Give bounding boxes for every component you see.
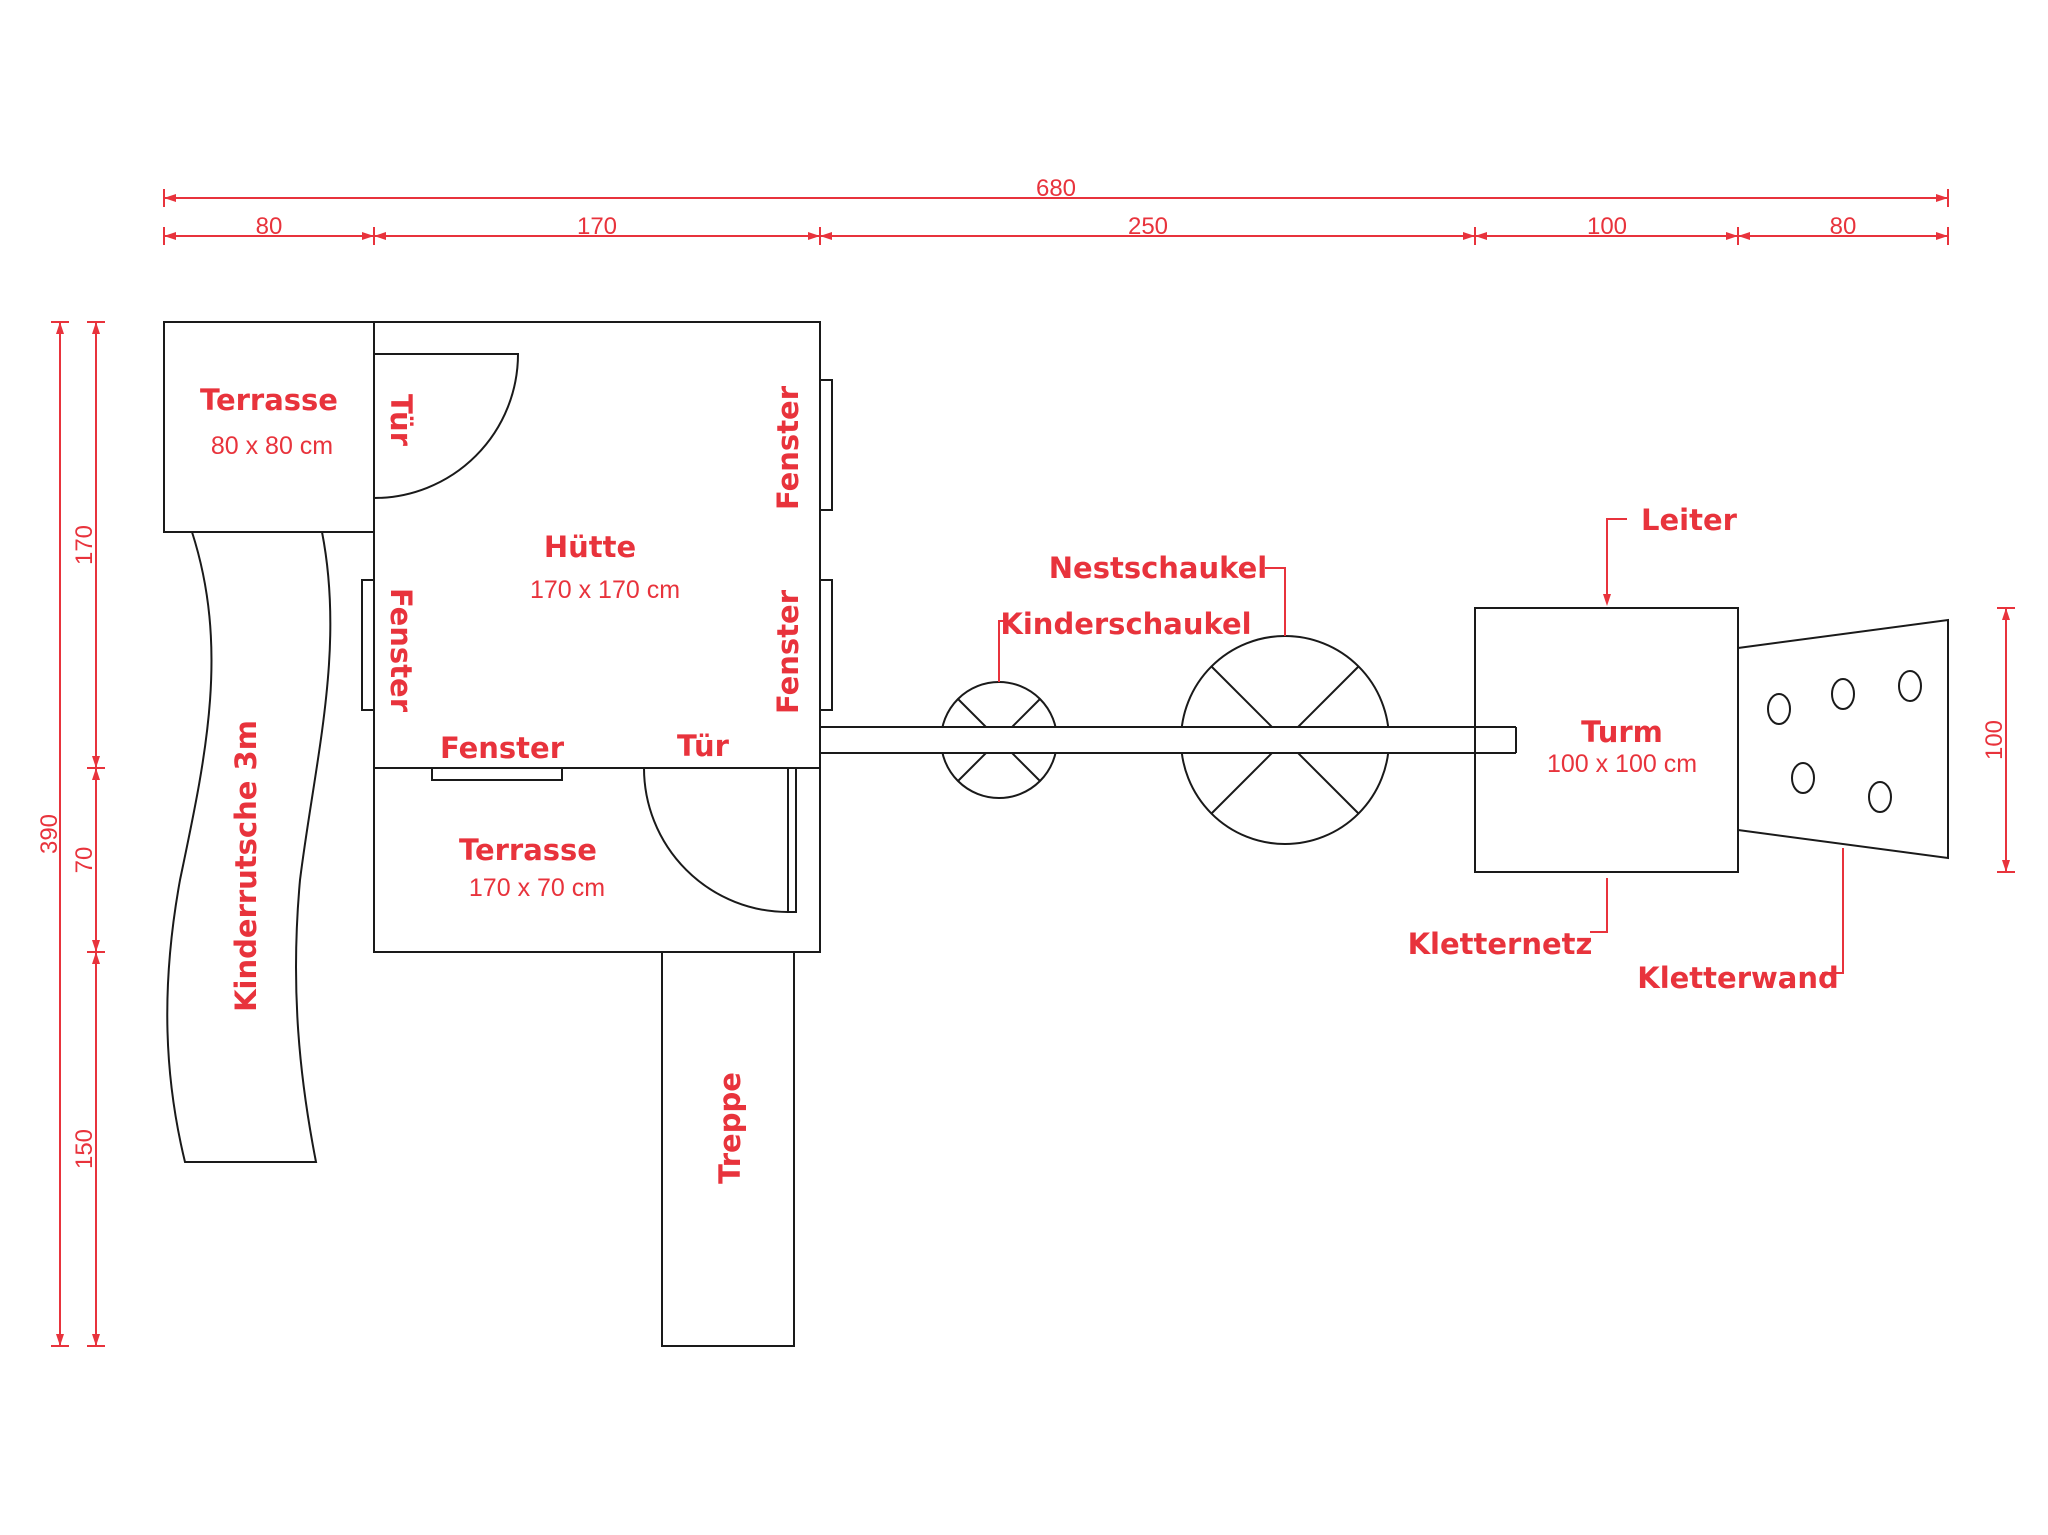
dim-arrow bbox=[92, 768, 100, 780]
leader-kletternetz bbox=[1590, 878, 1608, 933]
nestschaukel-seat bbox=[1176, 635, 1394, 845]
label-treppe: Treppe bbox=[713, 1072, 747, 1184]
dim-arrow bbox=[92, 322, 100, 334]
dim-label-kletterwand: 80 bbox=[1830, 213, 1857, 240]
label-huette: Hütte bbox=[544, 530, 636, 564]
terrasse-top-outline bbox=[163, 321, 375, 533]
dim-arrow bbox=[374, 232, 386, 240]
dim-arrow bbox=[1726, 232, 1738, 240]
labels: Terrasse 80 x 80 cm Tür Hütte 170 x 170 … bbox=[200, 383, 1839, 1184]
leader-lines bbox=[998, 518, 1844, 974]
dim-arrow bbox=[92, 952, 100, 964]
structure-outlines bbox=[163, 321, 1949, 1347]
dim-arrow bbox=[92, 756, 100, 768]
dim-arrow bbox=[1936, 194, 1948, 202]
label-rutsche: Kinderrutsche 3m bbox=[229, 720, 263, 1012]
kinderschaukel-seat bbox=[934, 681, 1064, 799]
dim-arrow bbox=[2002, 860, 2010, 872]
treppe-outline bbox=[661, 951, 795, 1347]
dim-label-turm: 100 bbox=[1587, 213, 1627, 240]
klettergriff bbox=[1767, 693, 1791, 725]
dim-label-total-width: 680 bbox=[1036, 175, 1076, 202]
label-fenster-bottom: Fenster bbox=[440, 731, 565, 765]
fenster-left-frame bbox=[361, 579, 375, 711]
kinderrutsche-outline bbox=[166, 531, 332, 1163]
label-terrasse-bottom-size: 170 x 70 cm bbox=[469, 874, 605, 902]
klettergriff bbox=[1791, 762, 1815, 794]
dimension-lines bbox=[51, 189, 2015, 1347]
fenster-bottom-frame bbox=[431, 767, 563, 781]
label-fenster-left: Fenster bbox=[384, 588, 418, 713]
label-kinderschaukel: Kinderschaukel bbox=[1000, 607, 1251, 641]
dim-arrow bbox=[1738, 232, 1750, 240]
fenster-right-bottom-frame bbox=[819, 579, 833, 711]
klettergriff bbox=[1868, 781, 1892, 813]
dim-arrow bbox=[1463, 232, 1475, 240]
turm-outline bbox=[1474, 607, 1739, 873]
dim-arrow bbox=[808, 232, 820, 240]
label-terrasse-top-size: 80 x 80 cm bbox=[211, 432, 333, 460]
label-leiter: Leiter bbox=[1641, 503, 1738, 537]
dim-arrow bbox=[56, 1334, 64, 1346]
dim-label-total-height: 390 bbox=[36, 814, 63, 854]
klettergriff bbox=[1831, 678, 1855, 710]
label-huette-size: 170 x 170 cm bbox=[530, 576, 680, 604]
klettergriff bbox=[1898, 670, 1922, 702]
fenster-right-top-frame bbox=[819, 379, 833, 511]
dim-arrow bbox=[820, 232, 832, 240]
leader-arrow bbox=[1603, 594, 1611, 606]
dim-arrow bbox=[362, 232, 374, 240]
dim-label-h-terrasse: 70 bbox=[71, 847, 98, 874]
dim-label-h-kletterwand: 100 bbox=[1981, 720, 2008, 760]
tuer-bottom-swing bbox=[643, 767, 789, 913]
dim-arrow bbox=[56, 322, 64, 334]
kletterwand-outline bbox=[1737, 618, 1949, 860]
dim-label-terrasse: 80 bbox=[256, 213, 283, 240]
dim-label-huette: 170 bbox=[577, 213, 617, 240]
label-fenster-right-top: Fenster bbox=[771, 385, 805, 510]
terrasse-bottom-outline bbox=[373, 767, 821, 953]
label-kletterwand: Kletterwand bbox=[1637, 961, 1839, 995]
dim-arrow bbox=[164, 232, 176, 240]
dim-label-h-treppe: 150 bbox=[71, 1129, 98, 1169]
label-kletternetz: Kletternetz bbox=[1408, 927, 1593, 961]
label-turm-size: 100 x 100 cm bbox=[1547, 750, 1697, 778]
leader-kletterwand bbox=[1822, 848, 1844, 974]
label-terrasse-bottom: Terrasse bbox=[459, 833, 597, 867]
label-turm: Turm bbox=[1581, 715, 1663, 749]
dim-arrow bbox=[92, 940, 100, 952]
label-nestschaukel: Nestschaukel bbox=[1049, 551, 1268, 585]
label-terrasse-top: Terrasse bbox=[200, 383, 338, 417]
label-fenster-right-bottom: Fenster bbox=[771, 589, 805, 714]
dim-label-h-huette: 170 bbox=[71, 525, 98, 565]
leader-leiter bbox=[1606, 518, 1627, 596]
tuer-bottom-leaf bbox=[787, 767, 797, 913]
schaukel-balken bbox=[819, 726, 1517, 754]
label-tuer-top: Tür bbox=[384, 394, 418, 447]
dim-arrow bbox=[92, 1334, 100, 1346]
leader-kinderschaukel bbox=[998, 620, 1006, 682]
label-tuer-bottom: Tür bbox=[677, 729, 730, 763]
dimension-labels: 680 80 170 250 100 80 390 170 70 150 100 bbox=[36, 175, 2008, 1169]
leader-nestschaukel bbox=[1265, 567, 1286, 636]
dim-arrow bbox=[2002, 608, 2010, 620]
dim-arrow bbox=[1475, 232, 1487, 240]
dim-arrow bbox=[164, 194, 176, 202]
dim-label-schaukel: 250 bbox=[1128, 213, 1168, 240]
dim-arrow bbox=[1936, 232, 1948, 240]
tuer-top-swing bbox=[373, 353, 520, 499]
